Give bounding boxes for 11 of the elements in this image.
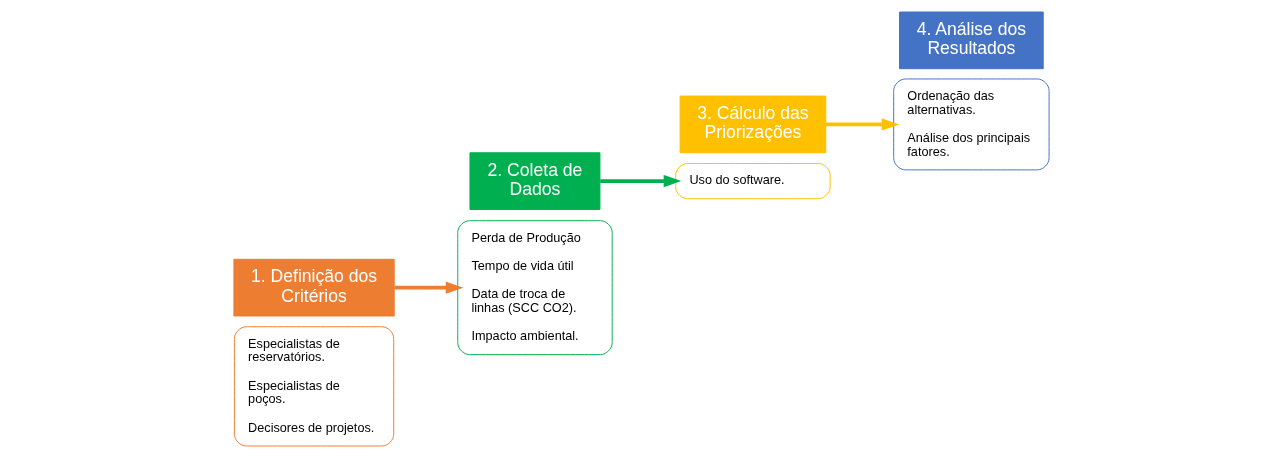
node-box: 3. Cálculo das Priorizações [679, 95, 827, 154]
node-box: Perda de Produção Tempo de vida útil Data de troca de linhas (SCC CO2). Impacto ambiental. [457, 220, 613, 356]
node-box: Especialistas de reservatórios. Especialistas de poços. Decisores de projetos. [233, 326, 395, 447]
node-box: 2. Coleta de Dados [469, 152, 601, 210]
node-box: Uso do software. [675, 163, 831, 200]
arrow [600, 174, 682, 188]
node-box: 4. Análise dos Resultados [899, 11, 1044, 70]
node-box: 1. Definição dos Critérios [233, 258, 395, 317]
arrow [826, 118, 900, 131]
arrow [394, 281, 464, 294]
node-box: Ordenação das alternativas. Análise dos principais fatores. [893, 78, 1050, 171]
